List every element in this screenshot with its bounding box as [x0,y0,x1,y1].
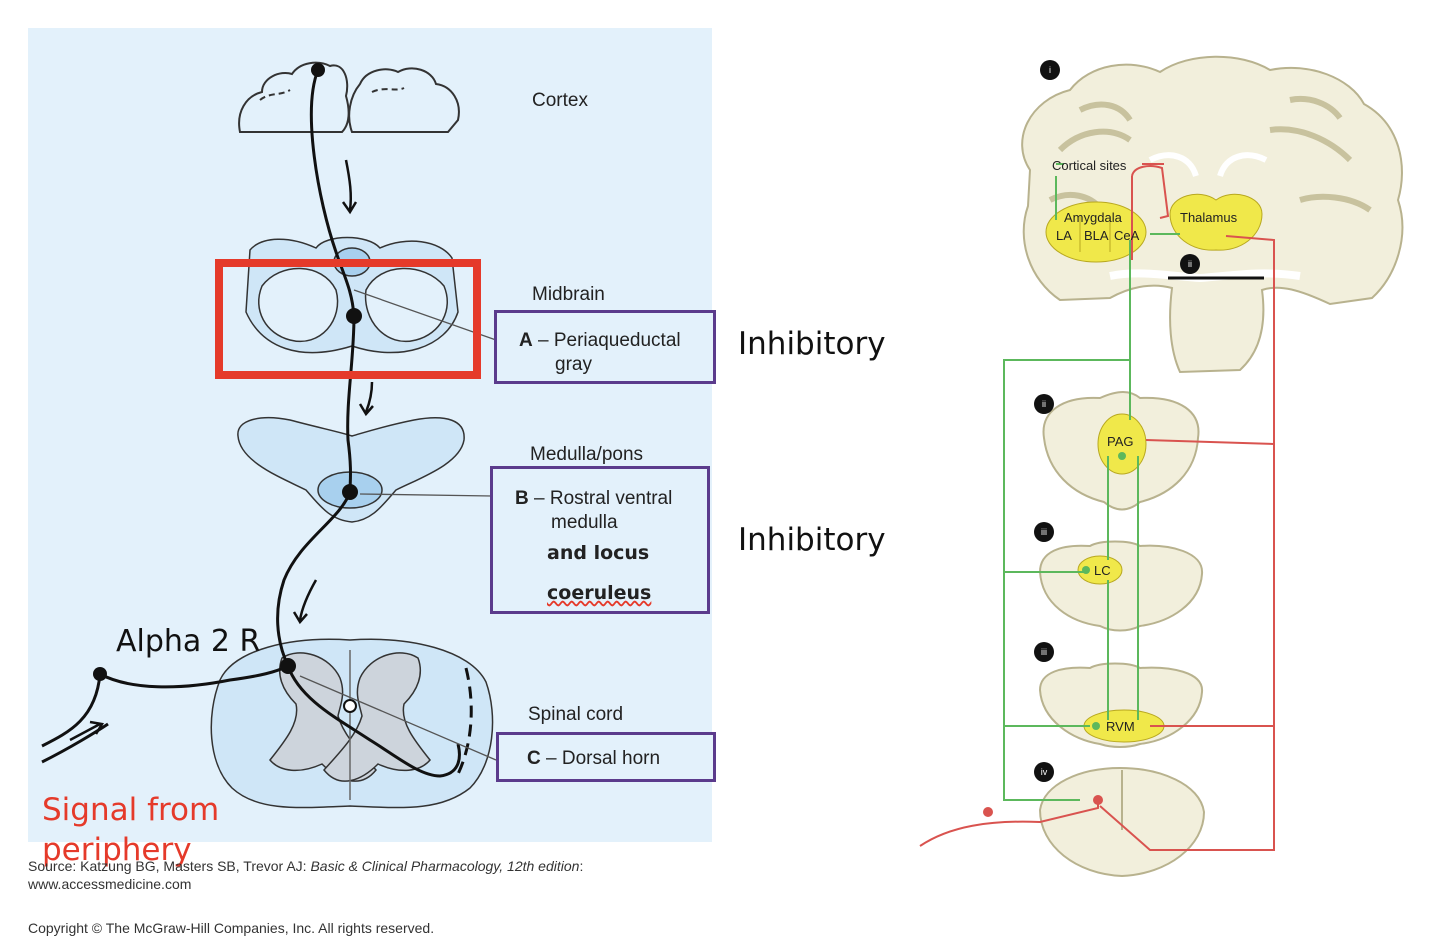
pathway-nodes [93,63,362,713]
pons-slice [1038,540,1204,632]
marker-label: iii [1041,527,1047,537]
leader-lines [299,289,497,761]
midbrain-slice [1042,391,1200,511]
box-b-letter: B [515,488,529,509]
section-markers [1034,60,1200,782]
midbrain-label: Midbrain [532,284,605,305]
box-c-dorsal-horn: C – Dorsal horn [496,732,716,782]
box-a-text-2: gray [555,354,592,375]
box-b-rostral-ventral-medulla: B – Rostral ventral medulla and locus co… [490,466,710,614]
source-authors: Source: Katzung BG, Masters SB, Trevor A… [28,858,311,874]
marker-label: iii [1041,647,1047,657]
box-a-letter: A [519,330,533,351]
box-c-text: Dorsal horn [561,748,661,769]
thalamus-label: Thalamus [1180,210,1238,225]
spinal-cord-label: Spinal cord [528,704,624,725]
pag-label: PAG [1107,434,1134,449]
la-label: LA [1056,228,1072,243]
box-c-letter: C [527,748,541,769]
medulla-pons-label: Medulla/pons [530,444,644,465]
source-book-title: Basic & Clinical Pharmacology, 12th edit… [310,858,580,874]
box-a-dash: – [532,330,554,351]
path-dots [983,452,1126,817]
copyright-notice: Copyright © The McGraw-Hill Companies, I… [28,920,435,936]
box-b-text-2: medulla [551,512,618,533]
inhibitory-label-1: Inhibitory [738,326,886,362]
bla-label: BLA [1084,228,1109,243]
green-descending-paths [1003,163,1180,801]
marker-label: ii [1042,399,1046,409]
box-b-added-text-2: coeruleus [547,582,652,604]
red-ascending-paths [919,163,1275,851]
amygdala-label: Amygdala [1064,210,1123,225]
spinal-slice [1038,766,1206,878]
source-colon: : [579,858,584,874]
lc-label: LC [1094,563,1111,578]
highlight-box [215,259,481,379]
marker-label: ii [1188,259,1192,269]
box-b-added-text-1: and locus [547,542,650,564]
marker-label: i [1049,65,1051,75]
inhibitory-label-2: Inhibitory [738,522,886,558]
alpha-2-receptor-label: Alpha 2 R [116,624,261,659]
flow-arrows [69,159,374,742]
cea-label: CeA [1114,228,1140,243]
source-citation: Source: Katzung BG, Masters SB, Trevor A… [28,858,583,874]
box-b-text: Rostral ventral [549,488,673,509]
spinal-cord-shape [210,638,494,809]
box-a-text: Periaqueductal [553,330,681,351]
marker-label: iv [1041,767,1048,777]
signal-label-line-2: periphery [42,832,192,868]
cortex-shape [238,61,460,133]
section-marker-labels: i ii ii iii iii iv [1041,65,1192,777]
signal-from-periphery-label: Signal from periphery [42,790,219,870]
medulla-slice [1038,662,1204,748]
cortical-sites-label: Cortical sites [1052,158,1127,173]
box-c-dash: – [540,748,562,769]
cortex-label: Cortex [532,90,588,111]
amygdala-nucleus [1045,201,1147,263]
signal-label-line-1: Signal from [42,792,220,828]
source-url: www.accessmedicine.com [28,876,192,892]
box-b-dash: – [528,488,550,509]
rvm-label: RVM [1106,719,1135,734]
box-a-periaqueductal-gray: A – Periaqueductal gray [494,310,716,384]
